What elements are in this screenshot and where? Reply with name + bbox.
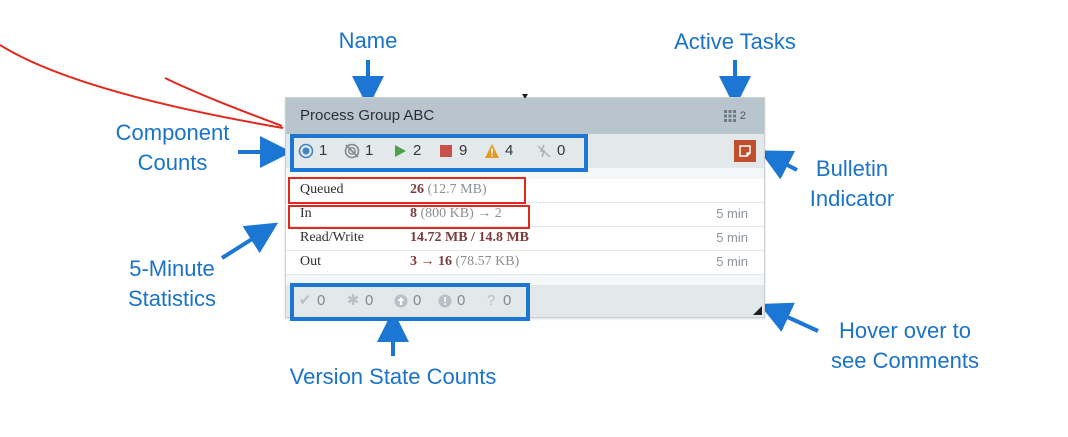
callout-bulletin: Bulletin Indicator — [796, 154, 908, 214]
in-highlight — [288, 205, 530, 229]
callout-component-counts: Component Counts — [100, 118, 245, 178]
sync-failure-question-icon: ? — [486, 291, 496, 309]
callout-version-state-counts: Version State Counts — [289, 364, 497, 389]
stopped-count[interactable]: 9 — [438, 142, 467, 159]
callout-hover-line2: see Comments — [831, 348, 979, 373]
not-transmitting-count[interactable]: 1 — [344, 142, 373, 159]
version-state-counts-highlight — [290, 283, 530, 321]
active-tasks-grid-icon — [723, 110, 736, 123]
callout-bulletin-line1: Bulletin — [815, 156, 889, 181]
stale-count[interactable]: 0 — [394, 292, 421, 309]
component-counts-bar: 1 1 2 9 4 0 — [286, 134, 764, 168]
callout-stats-line1: 5-Minute — [129, 256, 215, 281]
callout-hover-comments: Hover over to see Comments — [815, 316, 995, 376]
red-scribble-top-1 — [0, 44, 284, 129]
invalid-warning-icon — [485, 143, 499, 158]
locally-modified-asterisk-icon: ✱ — [346, 291, 360, 309]
transmitting-icon — [298, 143, 314, 158]
sync-failure-count[interactable]: ? 0 — [484, 291, 512, 309]
active-tasks-count: 2 — [739, 110, 746, 122]
locally-modified-count[interactable]: ✱ 0 — [346, 291, 374, 309]
up-to-date-check-icon: ✔ — [298, 291, 312, 309]
stale-up-arrow-icon — [394, 294, 408, 307]
stat-row-out: Out 3 → 16 (78.57 KB) 5 min — [286, 251, 764, 275]
callout-stats-line2: Statistics — [127, 286, 217, 311]
process-group-name: Process Group ABC — [300, 107, 435, 124]
modified-and-stale-count[interactable]: 0 — [438, 292, 465, 309]
modified-and-stale-exclamation-icon — [438, 294, 452, 307]
callout-bulletin-line2: Indicator — [809, 186, 895, 211]
invalid-count[interactable]: 4 — [484, 142, 513, 159]
stat-row-read-write: Read/Write 14.72 MB / 14.8 MB 5 min — [286, 227, 764, 251]
callout-component-counts-line2: Counts — [137, 150, 208, 175]
callout-active-tasks: Active Tasks — [674, 29, 796, 54]
connection-notch-icon — [522, 94, 528, 99]
bulletin-sticky-note-icon — [739, 145, 751, 157]
active-tasks-indicator: 2 — [723, 110, 746, 123]
callout-name: Name — [338, 28, 398, 53]
stat-row-in: In 8 (800 KB) → 2 5 min — [286, 203, 764, 227]
disabled-count[interactable]: 0 — [536, 142, 565, 159]
comments-corner-icon[interactable] — [753, 306, 762, 315]
bulletin-arrow — [759, 150, 798, 180]
running-icon — [395, 144, 406, 157]
callout-hover-line1: Hover over to — [838, 318, 972, 343]
component-counts-highlight — [290, 134, 588, 172]
hover-arrow — [759, 302, 819, 333]
running-count[interactable]: 2 — [392, 142, 421, 159]
transmitting-count[interactable]: 1 — [298, 142, 327, 159]
disabled-icon — [537, 144, 551, 158]
process-group-header[interactable]: Process Group ABC 2 — [286, 98, 764, 134]
not-transmitting-icon — [344, 143, 360, 158]
callout-component-counts-line1: Component — [115, 120, 230, 145]
up-to-date-count[interactable]: ✔ 0 — [298, 291, 326, 309]
bulletin-indicator[interactable] — [734, 140, 756, 162]
queued-highlight — [288, 177, 526, 204]
callout-5-minute-stats: 5-Minute Statistics — [112, 254, 232, 314]
stopped-icon — [440, 144, 452, 157]
version-state-counts-bar: ✔ 0 ✱ 0 0 0 ? 0 — [286, 285, 764, 317]
